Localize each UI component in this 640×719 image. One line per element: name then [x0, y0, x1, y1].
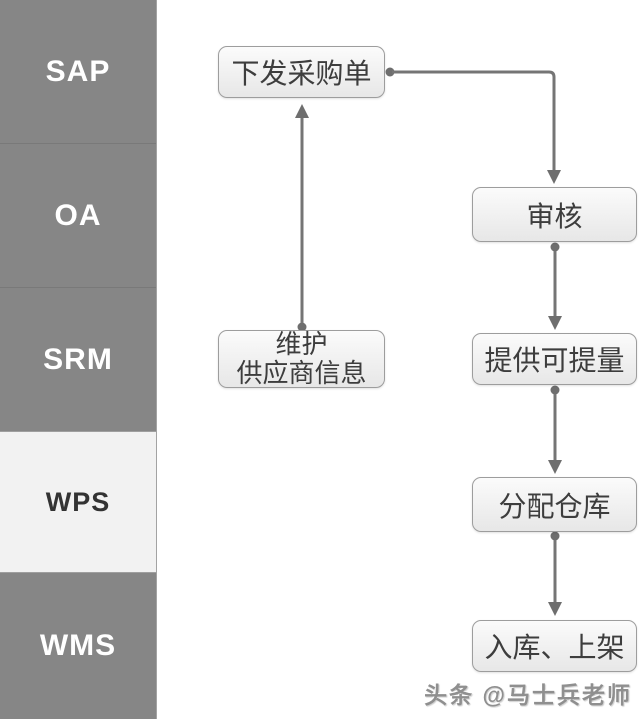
- lane-wms: WMS: [0, 573, 156, 719]
- connector-assign-to-inbound: [548, 531, 562, 616]
- lane-oa: OA: [0, 144, 156, 288]
- connector-issue-to-review: [385, 67, 561, 184]
- node-inbound-shelving: 入库、上架: [472, 620, 637, 672]
- node-assign-warehouse-label: 分配仓库: [498, 490, 611, 522]
- system-lane-sidebar: SAP OA SRM WPS WMS: [0, 0, 157, 719]
- lane-wps: WPS: [0, 431, 156, 573]
- node-issue-purchase-order: 下发采购单: [218, 46, 385, 98]
- lane-srm-label: SRM: [43, 342, 113, 376]
- node-review: 审核: [472, 187, 637, 242]
- node-assign-warehouse: 分配仓库: [472, 477, 637, 532]
- lane-srm: SRM: [0, 288, 156, 431]
- lane-sap: SAP: [0, 0, 156, 144]
- lane-wms-label: WMS: [39, 629, 117, 662]
- watermark-text: 头条 @马士兵老师: [424, 682, 632, 708]
- node-review-label: 审核: [526, 200, 583, 232]
- connector-maintain-to-issue: [295, 104, 309, 332]
- node-inbound-shelving-label: 入库、上架: [484, 632, 625, 663]
- connector-review-to-quantity: [548, 242, 562, 330]
- node-maintain-supplier-info: 维护 供应商信息: [218, 328, 385, 388]
- lane-oa-label: OA: [54, 198, 102, 232]
- node-maintain-supplier-info-label: 维护 供应商信息: [236, 328, 367, 388]
- connector-quantity-to-assign: [548, 385, 562, 474]
- lane-sap-label: SAP: [45, 54, 111, 88]
- node-issue-purchase-order-label: 下发采购单: [231, 58, 372, 89]
- lane-wps-label: WPS: [45, 486, 111, 517]
- node-provide-available-quantity-label: 提供可提量: [484, 345, 625, 376]
- node-provide-available-quantity: 提供可提量: [472, 333, 637, 385]
